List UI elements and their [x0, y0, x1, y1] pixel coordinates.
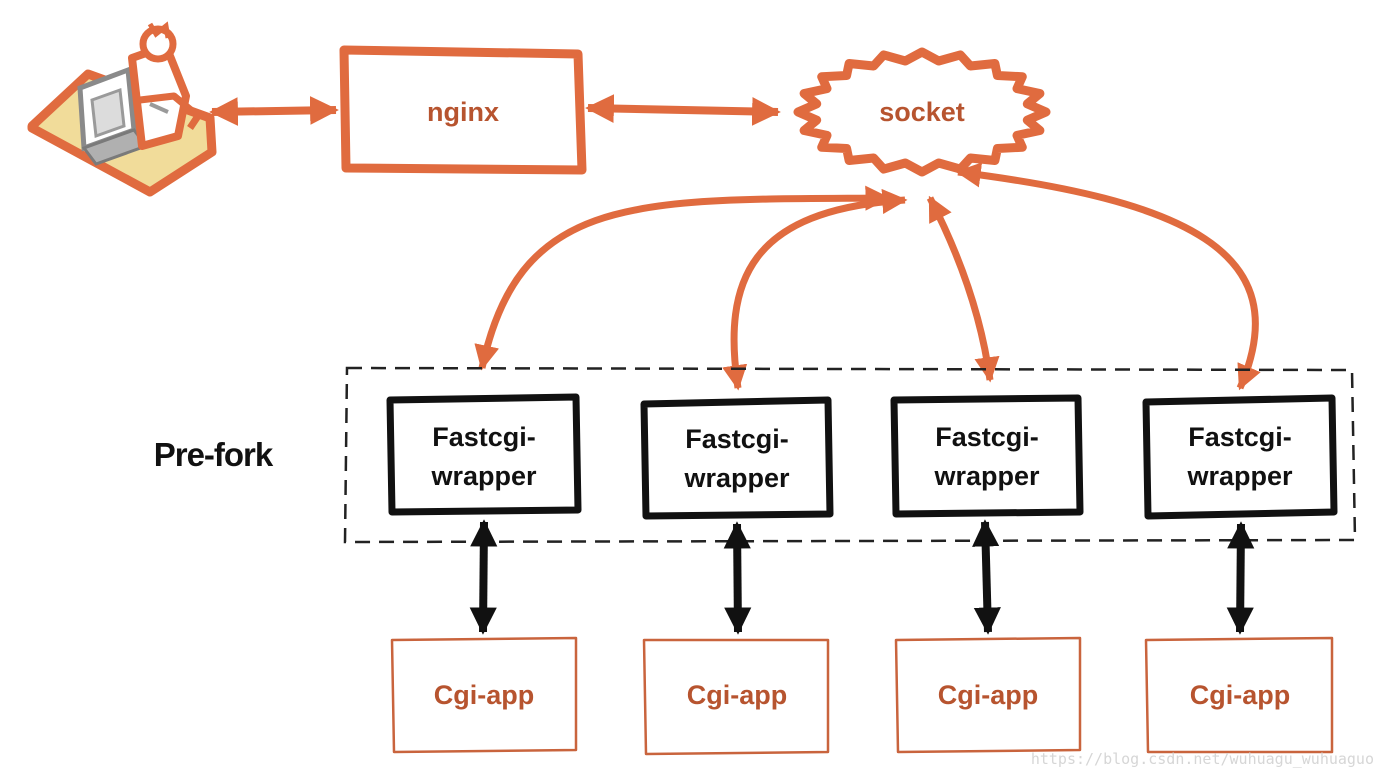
socket-wrapper-arrow-3	[926, 195, 1000, 383]
watermark-text: https://blog.csdn.net/wuhuagu_wuhuaguo	[1031, 750, 1374, 768]
wrapper-label-line1: Fastcgi-	[685, 424, 789, 454]
cgi-app-label: Cgi-app	[434, 680, 535, 710]
wrapper-app-arrow-3	[972, 519, 1001, 635]
fastcgi-wrapper-box-2: Fastcgi- wrapper	[640, 396, 834, 520]
client-nginx-arrow	[209, 96, 339, 126]
socket-wrapper-arrow-1	[474, 185, 891, 371]
prefork-label: Pre-fork	[154, 436, 274, 473]
fastcgi-wrapper-box-1: Fastcgi- wrapper	[386, 393, 582, 516]
wrapper-app-arrow-1	[469, 519, 498, 635]
socket-label: socket	[879, 97, 965, 127]
fastcgi-wrapper-box-3: Fastcgi- wrapper	[890, 394, 1084, 518]
wrapper-label-line2: wrapper	[933, 461, 1040, 491]
prefork-group	[343, 366, 1357, 544]
socket-cloud: socket	[793, 47, 1051, 177]
fastcgi-wrapper-box-4: Fastcgi- wrapper	[1142, 394, 1338, 520]
cgi-app-label: Cgi-app	[938, 680, 1039, 710]
cgi-app-box-2: Cgi-app	[642, 638, 830, 756]
socket-wrapper-arrow-4	[955, 162, 1261, 391]
wrapper-label-line2: wrapper	[683, 463, 790, 493]
cgi-app-label: Cgi-app	[687, 680, 788, 710]
wrapper-label-line1: Fastcgi-	[935, 422, 1039, 452]
wrapper-label-line1: Fastcgi-	[432, 422, 536, 452]
wrapper-label-line1: Fastcgi-	[1188, 422, 1292, 452]
cgi-app-box-1: Cgi-app	[390, 636, 578, 754]
nginx-box: nginx	[339, 45, 587, 175]
wrapper-label-line2: wrapper	[430, 461, 537, 491]
wrapper-app-arrow-4	[1226, 521, 1255, 635]
wrapper-app-arrow-2	[723, 521, 752, 635]
nginx-label: nginx	[427, 97, 499, 127]
wrapper-label-line2: wrapper	[1186, 461, 1293, 491]
cgi-app-box-3: Cgi-app	[894, 636, 1082, 754]
cgi-app-label: Cgi-app	[1190, 680, 1291, 710]
cgi-app-box-4: Cgi-app	[1144, 636, 1334, 754]
user-at-computer-icon	[27, 21, 217, 197]
socket-wrapper-arrow-2	[722, 188, 908, 391]
nginx-socket-arrow	[585, 94, 781, 126]
